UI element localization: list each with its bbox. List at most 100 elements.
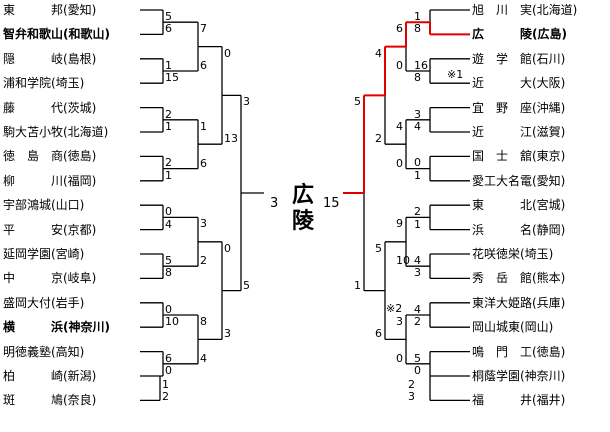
- left-r1-score: 8: [165, 266, 172, 280]
- left-team-5: 藤 代(茨城): [3, 100, 97, 115]
- right-r3-score: 5: [375, 241, 382, 255]
- right-r1-score: 0: [414, 156, 421, 170]
- right-r3-score: 4: [375, 46, 382, 60]
- right-r1-score: 2: [414, 205, 421, 219]
- left-r1-score: 6: [165, 351, 172, 365]
- right-r1-score: 2: [414, 315, 421, 329]
- left-r1-score: 1: [165, 58, 172, 72]
- left-team-4: 浦和学院(埼玉): [3, 76, 85, 91]
- right-team-7: 国 士 舘(東京): [472, 149, 566, 164]
- footnote-marker-1: ※1: [447, 68, 464, 81]
- footnote-marker-2: ※2: [386, 302, 403, 315]
- left-team-17: 斑 鳩(奈良): [3, 393, 97, 408]
- right-r2-score: 9: [396, 217, 403, 231]
- right-team-2: 広 陵(広島): [472, 27, 567, 42]
- right-r1-score: 3: [414, 266, 421, 280]
- right-r3-score: 6: [375, 327, 382, 341]
- left-semi-score: 3: [243, 95, 250, 109]
- left-team-13: 盛岡大付(岩手): [3, 295, 85, 310]
- left-team-8: 柳 川(福岡): [3, 173, 97, 188]
- left-r2-score: 3: [200, 217, 207, 231]
- left-team-10: 平 安(京都): [3, 222, 97, 237]
- right-team-4: 近 大(大阪): [472, 76, 566, 91]
- right-team-14: 岡山城東(岡山): [472, 320, 554, 335]
- right-team-3: 遊 学 館(石川): [472, 51, 566, 66]
- right-team-17: 福 井(福井): [472, 393, 566, 408]
- left-r1-score: 5: [165, 10, 172, 23]
- champion-name-line2: 陵: [292, 209, 315, 234]
- left-r1-score: 0: [165, 205, 172, 219]
- right-r1-score: 16: [414, 58, 428, 72]
- left-team-12: 中 京(岐阜): [3, 271, 97, 286]
- right-r2-score: 0: [396, 351, 403, 365]
- right-r2-score: 6: [396, 22, 403, 36]
- right-r2-score: 4: [396, 119, 403, 133]
- left-extra-score: 2: [162, 390, 169, 404]
- right-r1-score: 5: [414, 351, 421, 365]
- left-team-9: 宇部鴻城(山口): [3, 198, 85, 213]
- left-r1-score: 5: [165, 254, 172, 267]
- right-semi-score: 5: [354, 95, 361, 109]
- left-team-15: 明徳義塾(高知): [3, 344, 85, 359]
- right-r1-score: 1: [414, 10, 421, 23]
- left-team-1: 東 邦(愛知): [3, 3, 97, 17]
- right-team-5: 宜 野 座(沖縄): [472, 100, 566, 115]
- left-r3-score: 3: [224, 327, 231, 341]
- left-r2-score: 2: [200, 254, 207, 268]
- right-r1-score: 1: [414, 168, 421, 182]
- left-team-16: 柏 崎(新潟): [3, 369, 97, 383]
- left-r2-score: 1: [200, 119, 207, 133]
- right-extra-score: 2: [408, 378, 415, 391]
- right-r2-score: 0: [396, 156, 403, 170]
- right-r1-score: 3: [414, 107, 421, 121]
- left-r1-score: 6: [165, 22, 172, 36]
- left-r1-score: 1: [165, 120, 172, 133]
- left-team-2: 智弁和歌山(和歌山): [3, 27, 110, 42]
- left-team-6: 駒大苫小牧(北海道): [3, 125, 109, 139]
- left-team-11: 延岡学園(宮崎): [3, 247, 85, 261]
- left-r2-score: 6: [200, 59, 207, 72]
- left-team-14: 横 浜(神奈川): [3, 320, 110, 335]
- left-r1-score: 2: [165, 156, 172, 170]
- right-r2-score: 0: [396, 59, 403, 72]
- left-r2-score: 7: [200, 22, 207, 36]
- right-r1-score: 4: [414, 254, 421, 267]
- left-semi-score: 5: [243, 278, 250, 292]
- left-extra-score: 1: [162, 378, 169, 391]
- left-r1-score: 0: [165, 302, 172, 316]
- left-r1-score: 4: [165, 217, 172, 231]
- right-r1-score: 8: [414, 71, 421, 85]
- left-r1-score: 1: [165, 168, 172, 182]
- right-team-10: 浜 名(静岡): [472, 222, 566, 237]
- right-team-13: 東洋大姫路(兵庫): [472, 295, 566, 310]
- right-r3-score: 2: [375, 132, 382, 146]
- right-team-15: 鳴 門 工(徳島): [472, 344, 566, 359]
- left-team-7: 徳 島 商(徳島): [3, 149, 97, 164]
- left-r3-score: 0: [224, 46, 231, 60]
- right-team-16: 桐蔭学園(神奈川): [472, 369, 566, 383]
- left-r1-score: 15: [165, 71, 179, 85]
- right-team-9: 東 北(宮城): [472, 198, 566, 213]
- left-r3-score: 0: [224, 241, 231, 255]
- left-r3-score: 13: [224, 132, 238, 146]
- right-r1-score: 1: [414, 217, 421, 231]
- left-r1-score: 2: [165, 107, 172, 121]
- right-team-11: 花咲徳栄(埼玉): [472, 247, 554, 261]
- final-left-score: 3: [270, 196, 279, 211]
- right-r1-score: 8: [414, 22, 421, 36]
- right-extra-score: 3: [408, 390, 415, 404]
- left-team-3: 隠 岐(島根): [3, 51, 97, 66]
- right-r1-score: 0: [414, 364, 421, 377]
- right-team-8: 愛工大名電(愛知): [472, 173, 566, 188]
- right-semi-score: 1: [354, 278, 361, 292]
- left-r1-score: 0: [165, 364, 172, 377]
- right-r2-score: 10: [396, 254, 410, 268]
- final-right-score: 15: [323, 196, 340, 211]
- left-r2-score: 8: [200, 315, 207, 328]
- right-team-12: 秀 岳 館(熊本): [472, 271, 566, 286]
- right-team-1: 旭 川 実(北海道): [472, 3, 578, 17]
- champion-name-line1: 広: [292, 183, 315, 208]
- left-r2-score: 4: [200, 351, 207, 365]
- right-r2-score: 3: [396, 315, 403, 328]
